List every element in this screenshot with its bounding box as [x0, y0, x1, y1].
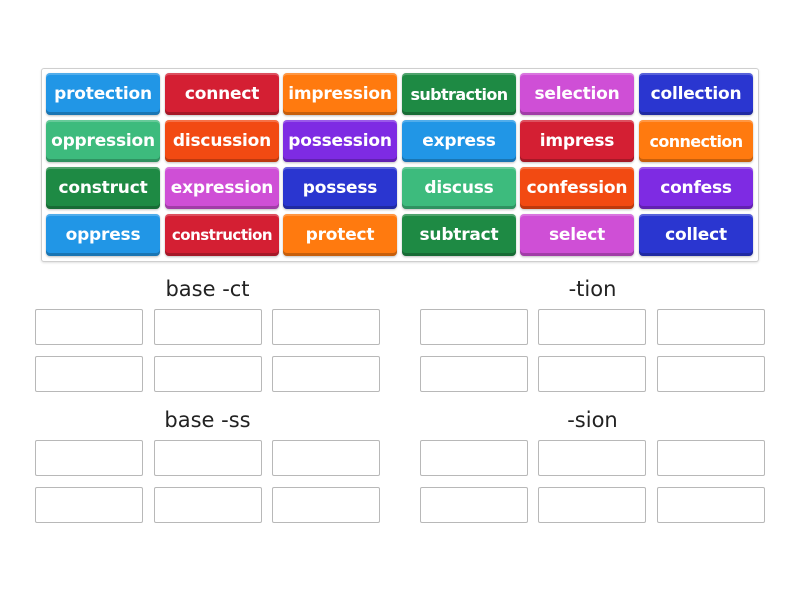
word-tile[interactable]: subtraction — [402, 73, 516, 115]
word-tile[interactable]: collection — [639, 73, 753, 115]
word-tile[interactable]: oppression — [46, 120, 160, 162]
word-tile[interactable]: connect — [165, 73, 279, 115]
drop-slot[interactable] — [657, 440, 765, 476]
drop-slot[interactable] — [657, 356, 765, 392]
word-tile[interactable]: select — [520, 214, 634, 256]
drop-slot[interactable] — [420, 440, 528, 476]
drop-slot[interactable] — [35, 356, 143, 392]
word-tile[interactable]: impression — [283, 73, 397, 115]
word-tile[interactable]: selection — [520, 73, 634, 115]
drop-slot[interactable] — [154, 487, 262, 523]
word-tile[interactable]: protection — [46, 73, 160, 115]
word-tile[interactable]: possession — [283, 120, 397, 162]
drop-slot[interactable] — [272, 309, 380, 345]
word-tile[interactable]: discussion — [165, 120, 279, 162]
drop-slot[interactable] — [420, 487, 528, 523]
drop-slot[interactable] — [272, 487, 380, 523]
drop-slot[interactable] — [35, 487, 143, 523]
group-title-base-ss: base -ss — [164, 408, 251, 432]
drop-slot[interactable] — [420, 356, 528, 392]
word-tile[interactable]: subtract — [402, 214, 516, 256]
word-tile[interactable]: expression — [165, 167, 279, 209]
drop-slot[interactable] — [154, 356, 262, 392]
word-tile[interactable]: oppress — [46, 214, 160, 256]
word-tile[interactable]: confession — [520, 167, 634, 209]
group-title-tion: -tion — [568, 277, 617, 301]
drop-slot[interactable] — [35, 309, 143, 345]
word-tile[interactable]: collect — [639, 214, 753, 256]
drop-slot[interactable] — [657, 487, 765, 523]
drop-slot[interactable] — [538, 356, 646, 392]
word-tile[interactable]: connection — [639, 120, 753, 162]
drop-slot[interactable] — [538, 309, 646, 345]
drop-slot[interactable] — [538, 440, 646, 476]
word-tile[interactable]: confess — [639, 167, 753, 209]
word-tile[interactable]: discuss — [402, 167, 516, 209]
drop-slot[interactable] — [35, 440, 143, 476]
drop-slot[interactable] — [420, 309, 528, 345]
drop-slot[interactable] — [538, 487, 646, 523]
word-tile[interactable]: impress — [520, 120, 634, 162]
word-tile[interactable]: express — [402, 120, 516, 162]
drop-slot[interactable] — [272, 356, 380, 392]
drop-slot[interactable] — [154, 309, 262, 345]
group-title-sion: -sion — [567, 408, 618, 432]
drop-slot[interactable] — [154, 440, 262, 476]
drop-slot[interactable] — [657, 309, 765, 345]
word-tile[interactable]: possess — [283, 167, 397, 209]
drop-slot[interactable] — [272, 440, 380, 476]
word-tile[interactable]: protect — [283, 214, 397, 256]
word-tile[interactable]: construct — [46, 167, 160, 209]
group-title-base-ct: base -ct — [165, 277, 250, 301]
word-tile[interactable]: construction — [165, 214, 279, 256]
